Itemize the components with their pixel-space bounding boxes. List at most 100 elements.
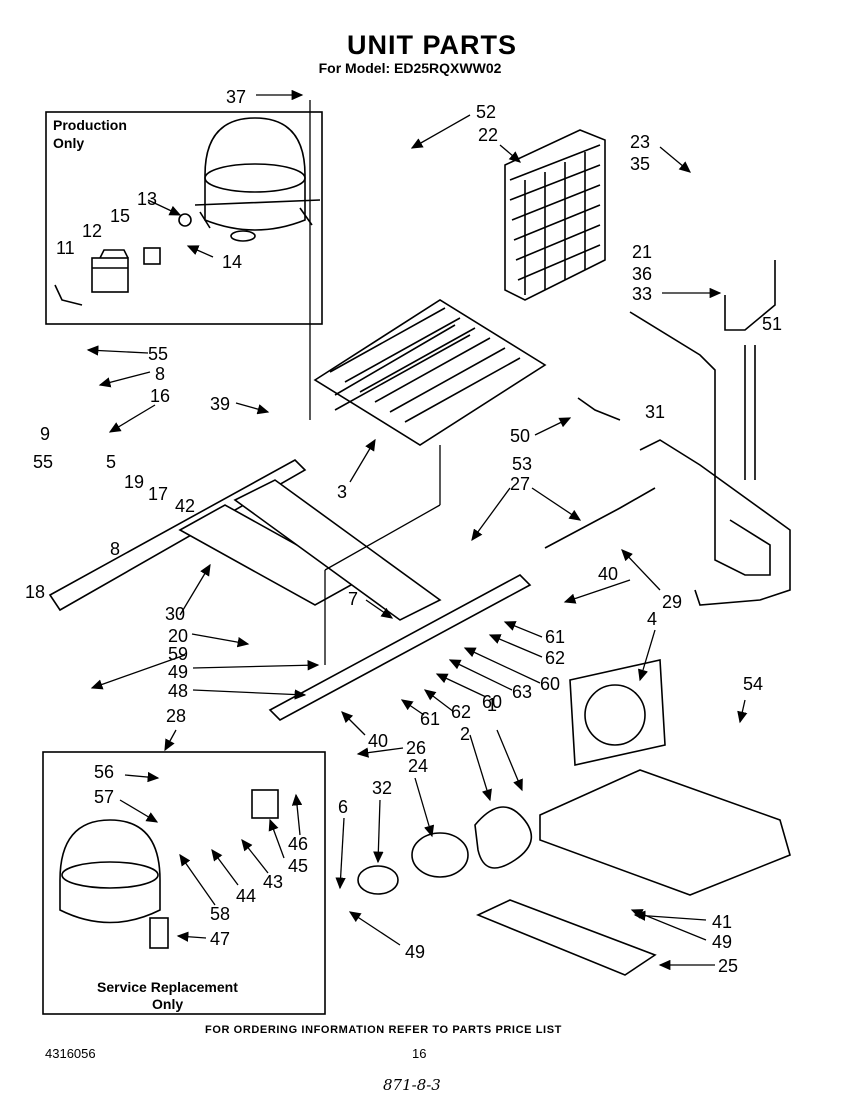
callout-5: 5 [106,452,116,472]
callout-27: 27 [510,474,530,494]
document-part-number: 4316056 [45,1046,96,1061]
callout-57: 57 [94,787,114,807]
callout-20: 20 [168,626,188,646]
callout-35: 35 [630,154,650,174]
production-label-line2: Only [53,135,84,151]
callout-49-c: 49 [712,932,732,952]
callout-46: 46 [288,834,308,854]
callout-31: 31 [645,402,665,422]
capillary-tube-part [639,439,791,606]
callout-47: 47 [210,929,230,949]
base-plate-part [539,659,791,896]
callout-48: 48 [168,681,188,701]
callout-1: 1 [487,695,497,715]
callout-8-b: 8 [110,539,120,559]
production-only-box [45,111,323,325]
callout-26: 26 [406,738,426,758]
relay-part [91,249,129,293]
suction-line-part [629,311,771,576]
callout-23: 23 [630,132,650,152]
callout-11: 11 [56,238,75,258]
callout-45: 45 [288,856,308,876]
callout-7: 7 [348,589,358,609]
callout-25: 25 [718,956,738,976]
callout-19: 19 [124,472,144,492]
callout-4: 4 [647,609,657,629]
page-number: 16 [412,1046,427,1061]
callout-49-b: 49 [405,942,425,962]
callout-59: 59 [168,644,188,664]
callout-37: 37 [226,87,246,107]
callout-55-a: 55 [148,344,168,364]
page-title: UNIT PARTS [347,30,517,60]
callout-18: 18 [25,582,45,602]
callout-52: 52 [476,102,496,122]
callout-41: 41 [712,912,732,932]
fan-blade-part [474,806,533,869]
callout-9: 9 [40,424,50,444]
ring-part [178,213,192,227]
condenser-coil-part [504,129,606,301]
relay-service-part [251,789,279,819]
callout-32: 32 [372,778,392,798]
service-label-line2: Only [152,996,183,1012]
service-label-line1: Service Replacement [97,979,238,995]
callout-55-b: 55 [33,452,53,472]
callout-54: 54 [743,674,763,694]
callout-39: 39 [210,394,230,414]
callout-8-a: 8 [155,364,165,384]
callout-40-a: 40 [598,564,618,584]
callout-40-b: 40 [368,731,388,751]
compressor-production-part [194,117,321,242]
callout-30: 30 [165,604,185,624]
evaporator-coil-part [313,299,547,446]
left-frame-rails-part [48,459,442,621]
callout-60-b: 60 [482,692,502,712]
callout-24: 24 [408,756,428,776]
callout-21: 21 [632,242,652,262]
callout-36: 36 [632,264,652,284]
callout-62-a: 62 [545,648,565,668]
callout-61-b: 61 [420,709,440,729]
service-replacement-box [42,751,326,1015]
callout-33: 33 [632,284,652,304]
callout-50: 50 [510,426,530,446]
callout-58: 58 [210,904,230,924]
callout-53: 53 [512,454,532,474]
callout-29: 29 [662,592,682,612]
drain-pan-part [476,899,657,976]
compressor-service-part [59,819,161,924]
main-rail-part [268,574,532,721]
callout-15: 15 [110,206,130,226]
callout-14: 14 [222,252,242,272]
callout-3: 3 [337,482,347,502]
callout-56: 56 [94,762,114,782]
callout-61-a: 61 [545,627,565,647]
capacitor-part [149,917,169,949]
model-subtitle: For Model: ED25RQXWW02 [318,60,502,76]
terminal-cap-part [143,247,161,265]
fan-motor-part [357,832,469,895]
callout-28: 28 [166,706,186,726]
tube-part-51 [744,345,756,480]
callout-12: 12 [82,221,102,241]
callout-62-b: 62 [451,702,471,722]
clip-part [54,284,83,306]
callout-16: 16 [150,386,170,406]
callout-60-a: 60 [540,674,560,694]
drier-part [544,487,656,549]
callout-43: 43 [263,872,283,892]
callout-leader-lines [86,89,748,971]
tube-part-33 [724,260,776,331]
callout-13: 13 [137,189,157,209]
callout-6: 6 [338,797,348,817]
callout-42: 42 [175,496,195,516]
callout-44: 44 [236,886,256,906]
production-label-line1: Production [53,117,127,133]
handwritten-note: 871-8-3 [383,1076,441,1094]
callout-22: 22 [478,125,498,145]
callout-2: 2 [460,724,470,744]
callout-51: 51 [762,314,782,334]
callout-17: 17 [148,484,168,504]
